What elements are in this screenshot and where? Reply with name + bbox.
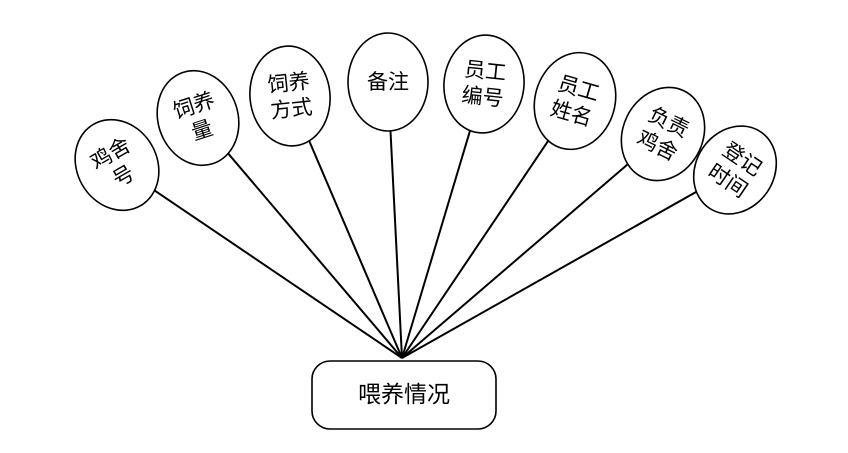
attribute-ellipse-remarks [347,32,429,132]
connector-line-employee-name [401,100,576,359]
attribute-coop-number: 鸡舍号 [74,118,160,212]
attribute-label-employee-id-line-1: 员工 [463,57,507,85]
connector-line-coop-number [116,164,403,359]
attribute-label-employee-id-line-2: 编号 [461,83,505,111]
attribute-ellipse-employee-name [533,51,617,151]
entity-label: 喂养情况 [358,382,450,408]
attribute-ellipse-feeding-method [249,45,331,147]
entity-box [311,360,497,430]
attribute-ellipse-register-time [692,125,778,215]
attribute-remarks: 备注 [347,32,429,132]
attribute-label-feeding-method-line-1: 饲养 [267,69,311,97]
attribute-ellipse-responsible-coop [620,86,706,182]
connector-line-feed-amount [197,117,403,359]
entity-node: 喂养情况 [311,360,497,430]
attribute-label-remarks-line-1: 备注 [367,70,409,94]
attribute-feed-amount: 饲养量 [156,69,240,167]
attribute-ellipse-coop-number [74,118,160,212]
connector-lines [116,81,736,359]
attribute-ellipse-employee-id [443,34,525,134]
connector-line-register-time [401,169,736,359]
attribute-nodes: 鸡舍号饲养量饲养方式 备注 员工编号员工姓名负责鸡舍登记时间 [74,32,778,215]
attribute-ellipse-feed-amount [156,69,240,167]
connector-line-responsible-coop [401,133,664,359]
attribute-label-feeding-method-line-2: 方式 [269,95,313,123]
